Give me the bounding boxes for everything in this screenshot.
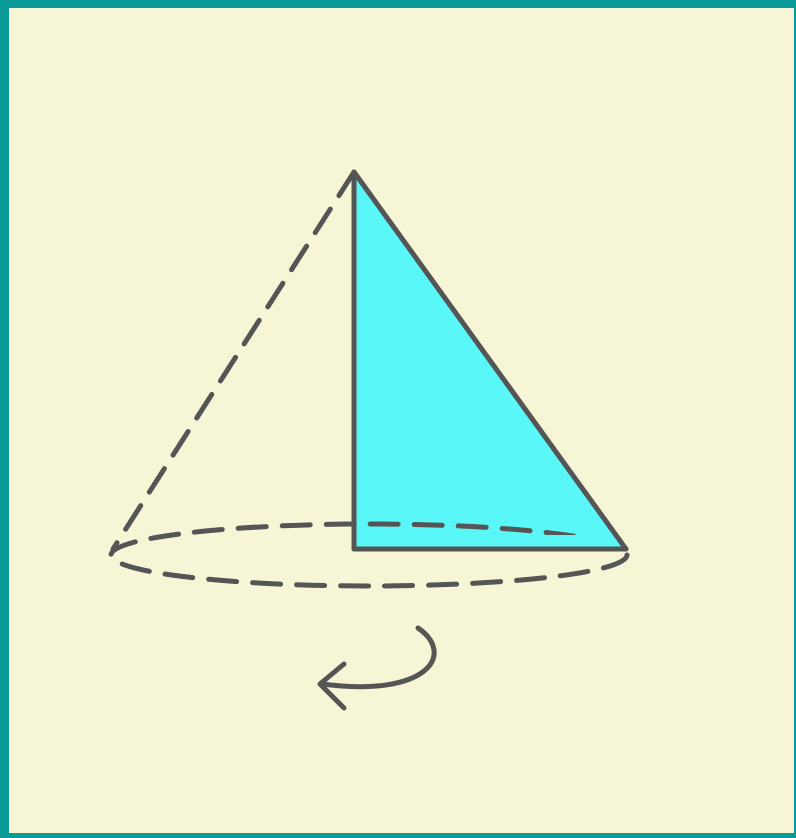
triangle-hypotenuse [351, 169, 629, 552]
rotation-arrow-icon [317, 625, 437, 711]
cone-left-edge-dashed [110, 169, 357, 552]
triangle-cover [356, 535, 622, 547]
cone-base-ellipse-dashed [108, 521, 630, 589]
